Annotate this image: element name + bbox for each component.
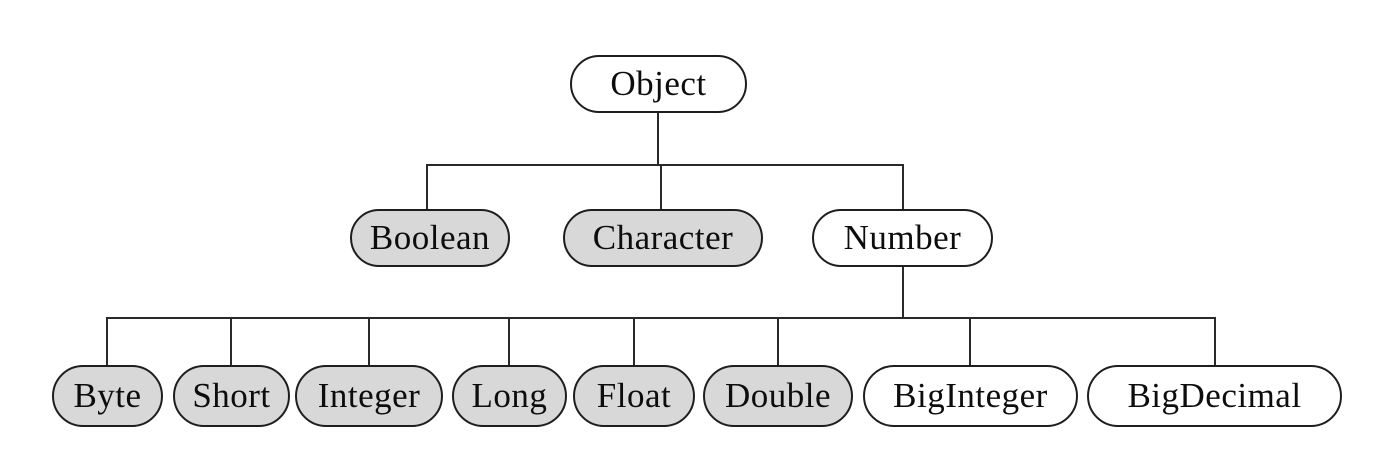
edge-rail2-to-byte xyxy=(106,317,108,366)
node-character: Character xyxy=(563,209,763,267)
node-byte: Byte xyxy=(52,365,163,427)
edge-rail1-to-number xyxy=(902,164,904,210)
edge-number-to-rail2 xyxy=(902,266,904,319)
edge-rail2 xyxy=(106,317,1216,319)
node-object: Object xyxy=(570,55,747,113)
node-double: Double xyxy=(703,365,853,427)
edge-rail2-to-integer xyxy=(368,317,370,366)
node-short: Short xyxy=(173,365,290,427)
edge-rail2-to-float xyxy=(633,317,635,366)
node-biginteger: BigInteger xyxy=(863,365,1078,427)
edge-rail1-to-boolean xyxy=(426,164,428,210)
edge-rail2-to-biginteger xyxy=(969,317,971,366)
edge-rail2-to-double xyxy=(777,317,779,366)
node-integer: Integer xyxy=(295,365,443,427)
node-float: Float xyxy=(573,365,695,427)
edge-rail1 xyxy=(426,164,904,166)
node-bigdecimal: BigDecimal xyxy=(1087,365,1342,427)
edge-rail2-to-long xyxy=(508,317,510,366)
edge-rail1-to-character xyxy=(660,164,662,210)
node-number: Number xyxy=(812,209,993,267)
edge-rail2-to-short xyxy=(230,317,232,366)
node-boolean: Boolean xyxy=(350,209,510,267)
edge-rail2-to-bigdecimal xyxy=(1214,317,1216,366)
edge-object-to-rail1 xyxy=(657,112,659,166)
node-long: Long xyxy=(452,365,567,427)
